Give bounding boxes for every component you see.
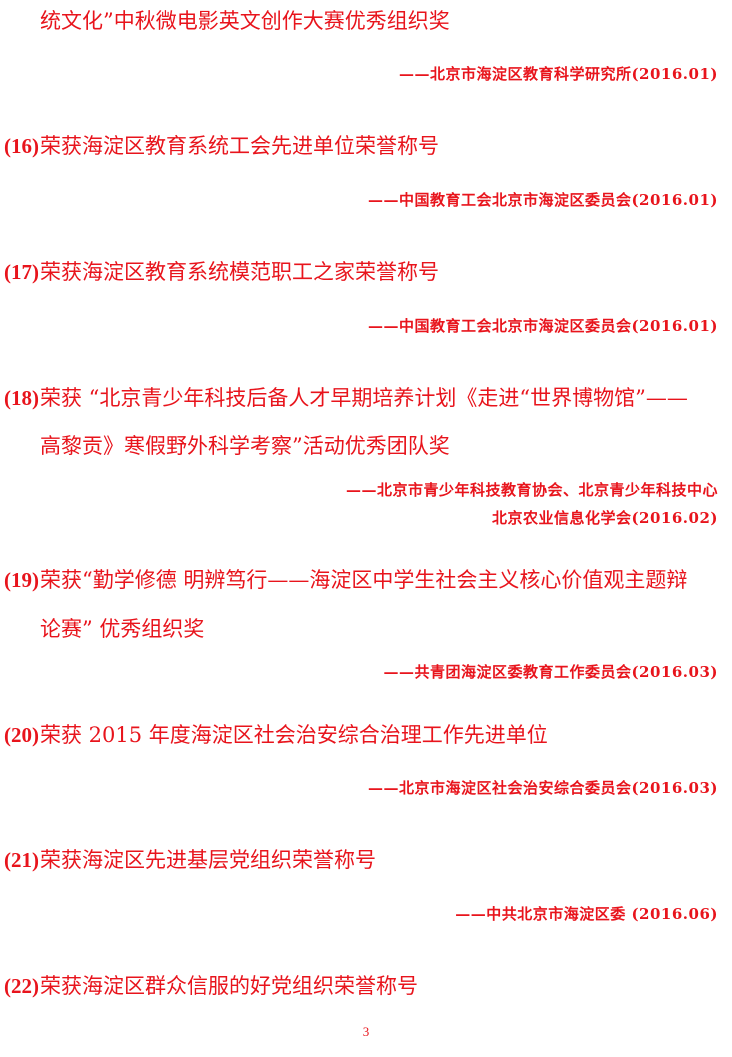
award-number: (18) [4, 386, 39, 410]
award-source: ——北京市海淀区社会治安综合委员会(2016.03) [367, 779, 718, 797]
award-source: ——中国教育工会北京市海淀区委员会(2016.01) [367, 191, 718, 209]
award-number: (19) [4, 568, 39, 592]
page-number: 3 [362, 1024, 370, 1039]
award-number: (21) [4, 848, 39, 872]
award-title: 荣获海淀区教育系统工会先进单位荣誉称号 [40, 134, 439, 158]
award-source: ——中共北京市海淀区委 (2016.06) [455, 905, 718, 923]
award-number: (16) [4, 134, 39, 158]
continued-title-tail: 统文化”中秋微电影英文创作大赛优秀组织奖 [40, 9, 450, 33]
award-title-line-2: 论赛” 优秀组织奖 [40, 617, 205, 641]
continued-source: ——北京市海淀区教育科学研究所(2016.01) [398, 65, 718, 83]
award-title-line-1: 荣获 “北京青少年科技后备人才早期培养计划《走进“世界博物馆”—— [40, 386, 688, 410]
award-title: 荣获海淀区教育系统模范职工之家荣誉称号 [40, 260, 439, 284]
award-title: 荣获海淀区先进基层党组织荣誉称号 [40, 848, 376, 872]
award-number: (17) [4, 260, 39, 284]
award-title: 荣获海淀区群众信服的好党组织荣誉称号 [40, 974, 418, 998]
award-source-line-2: 北京农业信息化学会(2016.02) [491, 509, 718, 527]
award-source: ——中国教育工会北京市海淀区委员会(2016.01) [367, 317, 718, 335]
award-source: ——共青团海淀区委教育工作委员会(2016.03) [383, 663, 718, 681]
award-source-line-1: ——北京市青少年科技教育协会、北京青少年科技中心 [345, 481, 718, 499]
award-title: 荣获 2015 年度海淀区社会治安综合治理工作先进单位 [40, 723, 548, 747]
award-number: (22) [4, 974, 39, 998]
award-number: (20) [4, 723, 39, 747]
award-title-line-1: 荣获“勤学修德 明辨笃行——海淀区中学生社会主义核心价值观主题辩 [40, 568, 688, 592]
award-title-line-2: 高黎贡》寒假野外科学考察”活动优秀团队奖 [40, 434, 450, 458]
